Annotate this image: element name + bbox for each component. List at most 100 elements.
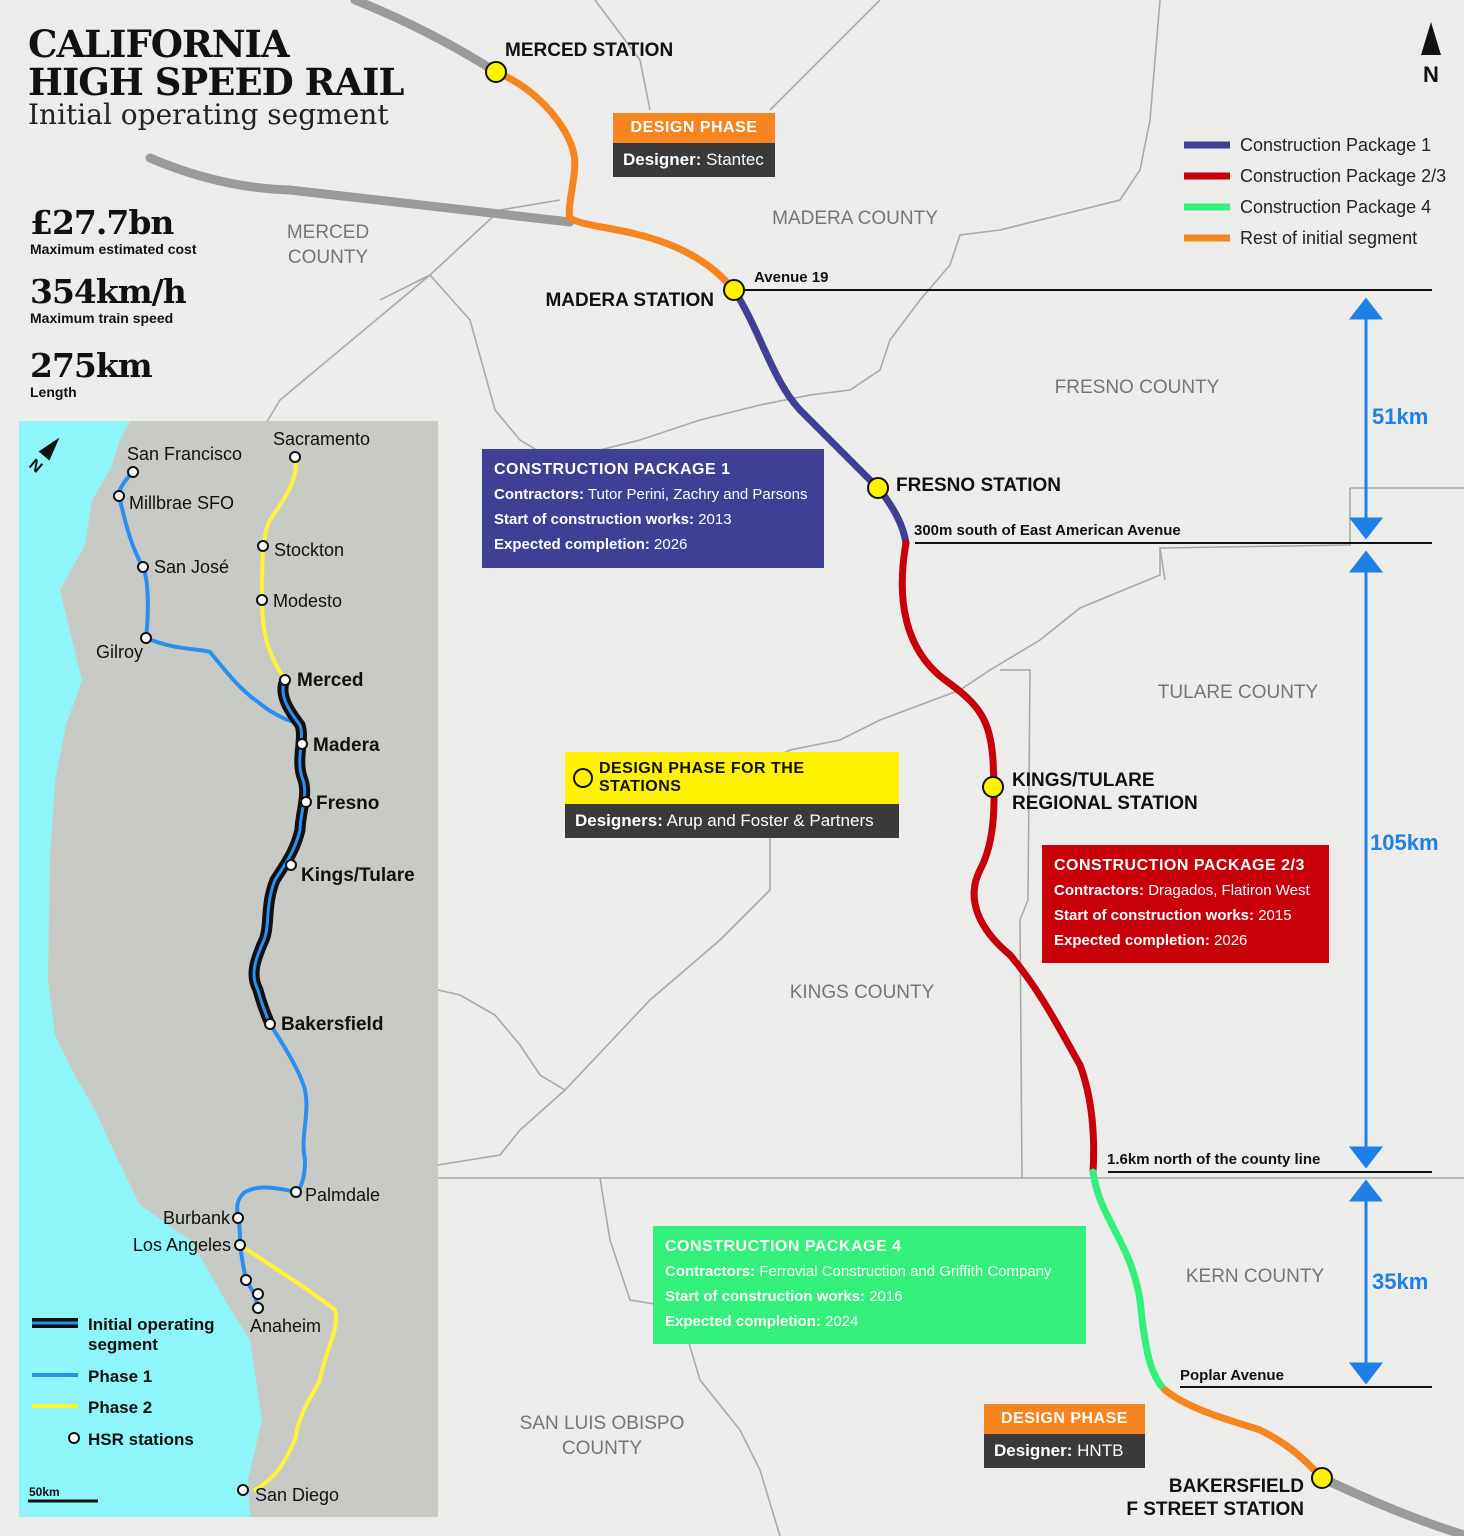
inset-label-madera: Madera bbox=[313, 735, 380, 756]
title-line2: HIGH SPEED RAIL bbox=[28, 60, 404, 104]
inset-label-bakersfield: Bakersfield bbox=[281, 1014, 383, 1035]
package23-completion: 2026 bbox=[1214, 932, 1248, 949]
design-phase-north-label: Designer: bbox=[623, 150, 702, 169]
county-label-merced-2: COUNTY bbox=[288, 247, 369, 268]
county-label-fresno: FRESNO COUNTY bbox=[1055, 377, 1220, 398]
station-label-kings-1: KINGS/TULARE bbox=[1012, 770, 1155, 791]
boundary-label-american: 300m south of East American Avenue bbox=[914, 522, 1181, 539]
inset-legend-initial-1: Initial operating bbox=[88, 1315, 215, 1334]
package4-start-label: Start of construction works: bbox=[665, 1288, 866, 1305]
stat-length-value: 275km bbox=[30, 346, 153, 385]
design-stations-tag: DESIGN PHASE FOR THE STATIONS Designers:… bbox=[565, 752, 899, 838]
package4-box: CONSTRUCTION PACKAGE 4 Contractors: Ferr… bbox=[653, 1226, 1086, 1344]
subtitle: Initial operating segment bbox=[28, 98, 389, 131]
package1-box: CONSTRUCTION PACKAGE 1 Contractors: Tuto… bbox=[482, 449, 824, 568]
design-stations-title: DESIGN PHASE FOR THE STATIONS bbox=[598, 760, 805, 795]
design-phase-south-label: Designer: bbox=[994, 1441, 1073, 1460]
station-labels: MERCED STATION MADERA STATION FRESNO STA… bbox=[505, 40, 1304, 1520]
package1-start-label: Start of construction works: bbox=[494, 511, 695, 528]
distance-label-35: 35km bbox=[1372, 1269, 1428, 1294]
package23-start-label: Start of construction works: bbox=[1054, 907, 1255, 924]
package23-completion-label: Expected completion: bbox=[1054, 932, 1210, 949]
distance-labels: 51km 105km 35km bbox=[1370, 404, 1439, 1294]
station-markers bbox=[485, 61, 1333, 1489]
station-label-bakersfield-2: F STREET STATION bbox=[1126, 1499, 1304, 1520]
station-marker-merced bbox=[485, 61, 507, 83]
station-marker-madera bbox=[723, 279, 745, 301]
legend-swatches bbox=[1184, 141, 1230, 242]
design-phase-north-tag: DESIGN PHASE Designer: Stantec bbox=[613, 113, 775, 177]
county-label-tulare: TULARE COUNTY bbox=[1158, 682, 1319, 703]
package4-contractors: Ferrovial Construction and Griffith Comp… bbox=[759, 1263, 1052, 1280]
inset-scale-label: 50km bbox=[29, 1485, 60, 1499]
inset-label-san-francisco: San Francisco bbox=[127, 444, 242, 464]
station-label-fresno: FRESNO STATION bbox=[896, 475, 1061, 496]
inset-legend-stations: HSR stations bbox=[88, 1430, 194, 1449]
inset-legend-phase1: Phase 1 bbox=[88, 1367, 152, 1386]
station-marker-bakersfield bbox=[1311, 1467, 1333, 1489]
inset-label-fresno: Fresno bbox=[316, 793, 379, 814]
package4-start: 2016 bbox=[869, 1288, 903, 1305]
legend-label-package4: Construction Package 4 bbox=[1240, 197, 1431, 217]
legend-label-package1: Construction Package 1 bbox=[1240, 135, 1431, 155]
stat-cost-value: £27.7bn bbox=[30, 203, 174, 242]
package1-completion-label: Expected completion: bbox=[494, 536, 650, 553]
inset-map: N San Francisc bbox=[19, 421, 438, 1517]
stat-cost: £27.7bn Maximum estimated cost bbox=[30, 203, 197, 258]
design-stations-value: Arup and Foster & Partners bbox=[666, 811, 874, 830]
package1-title: CONSTRUCTION PACKAGE 1 bbox=[494, 461, 731, 478]
package23-contractors: Dragados, Flatiron West bbox=[1148, 882, 1310, 899]
stat-speed: 354km/h Maximum train speed bbox=[30, 274, 187, 327]
inset-label-millbrae: Millbrae SFO bbox=[129, 493, 234, 513]
station-label-bakersfield-1: BAKERSFIELD bbox=[1169, 1476, 1304, 1497]
inset-label-sacramento: Sacramento bbox=[273, 429, 370, 449]
distance-label-105: 105km bbox=[1370, 830, 1439, 855]
package1-completion: 2026 bbox=[654, 536, 688, 553]
distance-arrows bbox=[1348, 297, 1384, 1385]
inset-segment-labels: Merced Madera Fresno Kings/Tulare Bakers… bbox=[281, 670, 415, 1035]
inset-label-burbank: Burbank bbox=[163, 1208, 231, 1228]
distance-label-51: 51km bbox=[1372, 404, 1428, 429]
station-marker-kings-tulare bbox=[982, 776, 1004, 798]
north-label: N bbox=[1423, 62, 1439, 87]
station-marker-fresno bbox=[867, 477, 889, 499]
legend-label-package23: Construction Package 2/3 bbox=[1240, 166, 1446, 186]
package23-title: CONSTRUCTION PACKAGE 2/3 bbox=[1054, 857, 1305, 874]
rail-line bbox=[492, 68, 1326, 1482]
inset-label-merced: Merced bbox=[297, 670, 364, 691]
station-label-kings-2: REGIONAL STATION bbox=[1012, 793, 1198, 814]
stat-speed-label: Maximum train speed bbox=[30, 310, 174, 326]
title-line1: CALIFORNIA bbox=[28, 22, 290, 66]
design-stations-label: Designers: bbox=[575, 811, 663, 830]
county-label-merced-1: MERCED bbox=[287, 222, 369, 243]
inset-label-modesto: Modesto bbox=[273, 591, 342, 611]
stat-cost-label: Maximum estimated cost bbox=[30, 241, 197, 257]
inset-legend: Initial operating segment Phase 1 Phase … bbox=[28, 1315, 215, 1503]
inset-label-stockton: Stockton bbox=[274, 540, 344, 560]
design-phase-north-title: DESIGN PHASE bbox=[613, 113, 775, 143]
county-label-madera: MADERA COUNTY bbox=[772, 208, 938, 229]
county-labels: MERCED COUNTY MADERA COUNTY FRESNO COUNT… bbox=[287, 208, 1325, 1459]
station-label-merced: MERCED STATION bbox=[505, 40, 673, 61]
north-arrow-icon bbox=[1421, 22, 1441, 55]
inset-label-kings: Kings/Tulare bbox=[301, 865, 415, 886]
package23-start: 2015 bbox=[1258, 907, 1292, 924]
station-label-madera: MADERA STATION bbox=[545, 290, 714, 311]
package-boundary-lines bbox=[740, 289, 1432, 1388]
highways bbox=[145, 0, 1464, 1536]
design-phase-south-title: DESIGN PHASE bbox=[984, 1404, 1145, 1434]
package1-contractors-label: Contractors: bbox=[494, 486, 585, 503]
inset-station-markers bbox=[113, 451, 312, 1496]
inset-label-palmdale: Palmdale bbox=[305, 1185, 380, 1205]
inset-label-san-diego: San Diego bbox=[255, 1485, 339, 1505]
boundary-labels: Avenue 19 300m south of East American Av… bbox=[754, 269, 1320, 1384]
inset-label-san-jose: San José bbox=[154, 557, 229, 577]
package1-start: 2013 bbox=[698, 511, 732, 528]
boundary-label-countyline: 1.6km north of the county line bbox=[1107, 1151, 1320, 1168]
inset-land bbox=[48, 421, 438, 1517]
inset-legend-phase2: Phase 2 bbox=[88, 1398, 152, 1417]
inset-label-los-angeles: Los Angeles bbox=[133, 1235, 231, 1255]
inset-legend-swatch-station bbox=[68, 1432, 80, 1444]
boundary-label-poplar: Poplar Avenue bbox=[1180, 1367, 1284, 1384]
